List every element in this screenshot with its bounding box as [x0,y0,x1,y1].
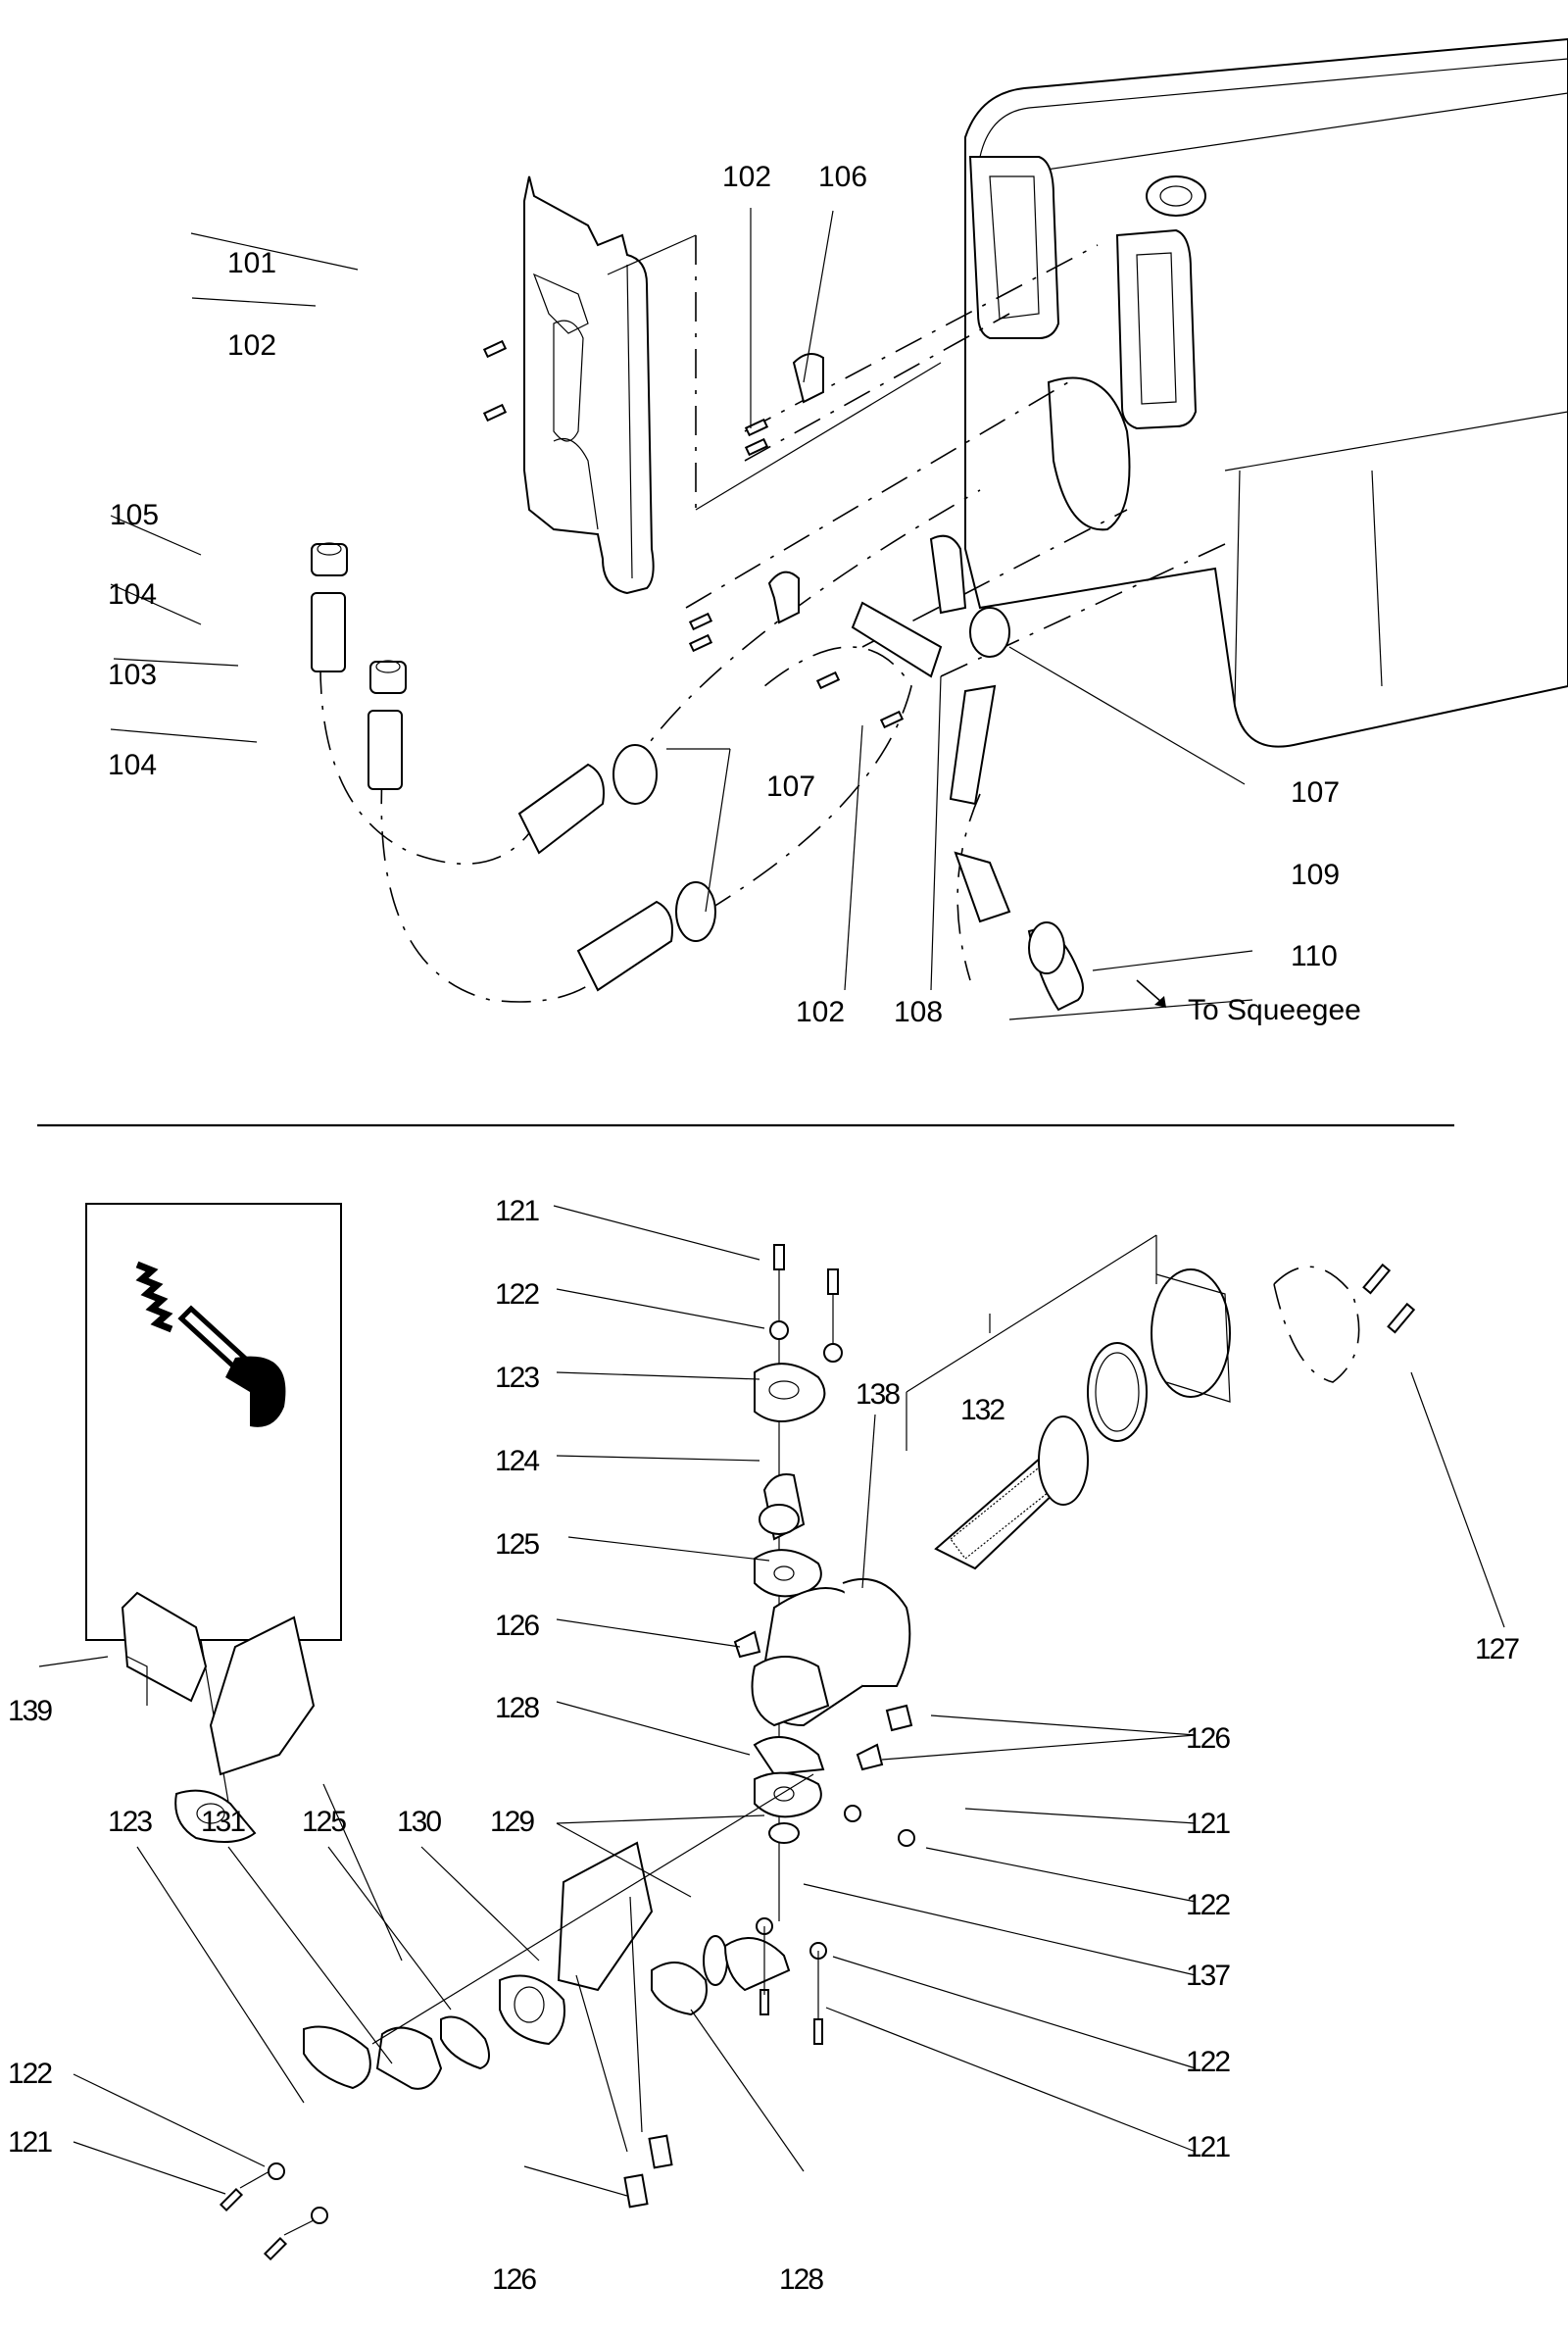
label-132: 132 [960,1394,1004,1426]
label-127: 127 [1475,1633,1519,1665]
label-122: 122 [1186,1889,1230,1921]
valve-stack-lower [219,1773,915,2261]
label-123: 123 [108,1806,152,1838]
label-102: 102 [796,996,845,1028]
label-138: 138 [856,1378,900,1411]
valve-stack-vertical [733,1244,913,1921]
label-108: 108 [894,996,943,1028]
leader-lines-bottom [38,1205,1505,2197]
label-131: 131 [201,1806,245,1838]
label-101: 101 [227,247,276,279]
label-105: 105 [110,499,159,531]
label-126: 126 [1186,1722,1230,1755]
label-121: 121 [495,1195,539,1227]
label-122: 122 [8,2058,52,2090]
label-110: 110 [1291,940,1338,972]
filter-132 [906,1234,1416,1570]
squeegee-arrow [1136,979,1166,1008]
label-122: 122 [1186,2046,1230,2078]
label-126: 126 [495,1610,539,1642]
label-103: 103 [108,659,157,691]
label-126: 126 [492,2263,536,2296]
screws-top [482,339,905,729]
label-102: 102 [227,329,276,362]
label-107: 107 [766,770,815,803]
label-125: 125 [495,1528,539,1561]
label-121: 121 [1186,1808,1230,1840]
tank-body [964,37,1568,748]
leader-lines-top [110,208,1253,1020]
valve-plunger-icon [135,1261,286,1427]
label-123: 123 [495,1362,539,1394]
label-125: 125 [302,1806,346,1838]
label-121: 121 [1186,2131,1230,2163]
solenoid-139 [121,1591,316,1843]
label-129: 129 [490,1806,534,1838]
label-102: 102 [722,161,771,193]
inset-box [85,1203,342,1814]
hoses-top [517,534,1084,1012]
label-124: 124 [495,1445,539,1477]
label-122: 122 [495,1278,539,1311]
label-109: 109 [1291,859,1340,891]
clip-106 [767,353,824,624]
label-106: 106 [818,161,867,193]
label-104: 104 [108,749,157,781]
handle-bracket [523,175,655,595]
label-137: 137 [1186,1960,1230,1992]
label-139: 139 [8,1695,52,1727]
to-squeegee-note: To Squeegee [1188,994,1361,1026]
label-128: 128 [495,1692,539,1724]
label-121: 121 [8,2126,52,2159]
label-107: 107 [1291,776,1340,809]
label-104: 104 [108,578,157,611]
label-128: 128 [779,2263,823,2296]
fittings-103-105 [311,542,407,790]
label-130: 130 [397,1806,441,1838]
